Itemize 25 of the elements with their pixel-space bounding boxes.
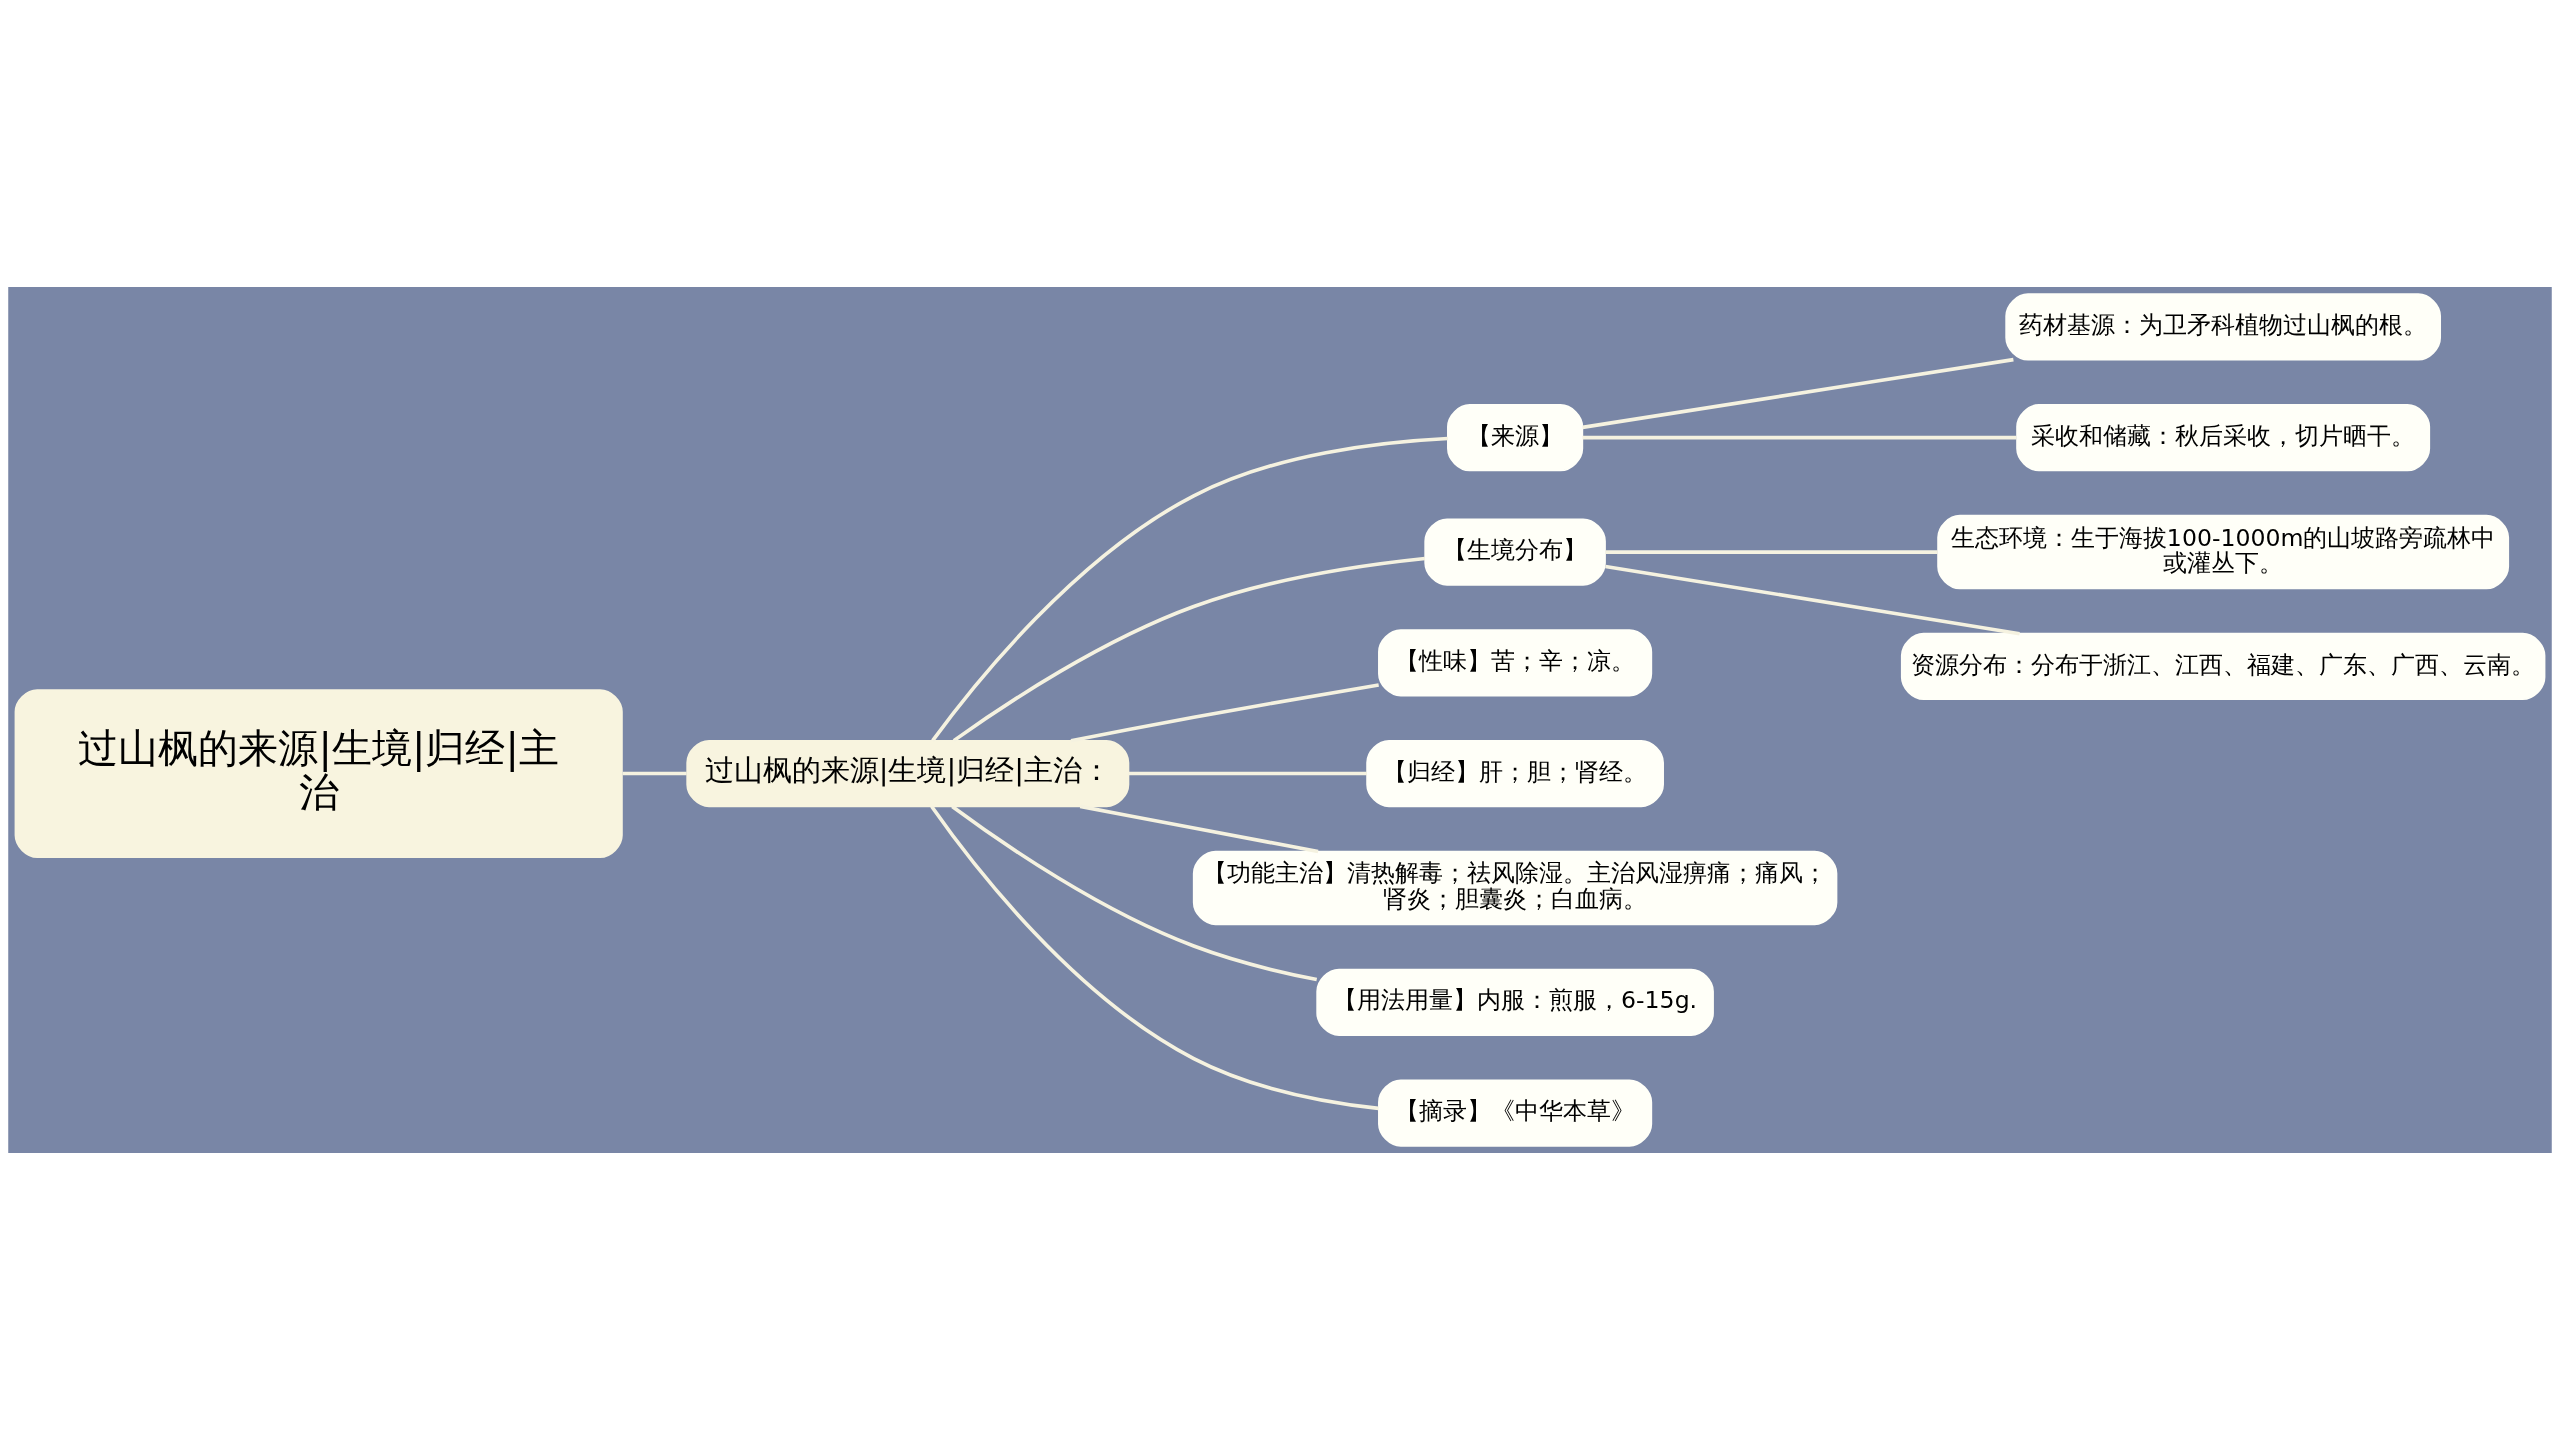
node-box: 过山枫的来源|生境|归经|主治： [686,739,1130,807]
connector [1582,435,2017,439]
connector [952,556,1426,742]
node-box: 药材基源：为卫矛科植物过山枫的根。 [2005,292,2441,361]
connector [1605,564,2020,635]
node-box: 【用法用量】内服：煎服，6-15g. [1316,968,1714,1036]
node-box: 过山枫的来源|生境|归经|主治 [14,688,623,858]
node-box: 【性味】苦；辛；凉。 [1378,628,1653,696]
connector [1079,804,1319,853]
connector [1128,771,1367,775]
connector [931,436,1448,742]
node-box: 【生境分布】 [1424,518,1606,586]
connector [1582,357,2014,429]
node-box: 【归经】肝；胆；肾经。 [1366,739,1664,807]
connector [622,771,687,775]
connector [1070,682,1379,743]
node-box: 【功能主治】清热解毒；祛风除湿。主治风湿痹痛；痛风；肾炎；胆囊炎；白血病。 [1192,850,1838,925]
node-box: 资源分布：分布于浙江、江西、福建、广东、广西、云南。 [1900,632,2546,700]
node-box: 采收和储藏：秋后采收，切片晒干。 [2016,403,2431,471]
node-box: 【来源】 [1447,403,1584,471]
connector [1605,549,1938,554]
node-box: 生态环境：生于海拔100-1000m的山坡路旁疏林中或灌丛下。 [1937,514,2510,589]
node-box: 【摘录】《中华本草》 [1378,1078,1653,1147]
connector [951,804,1318,981]
connector [930,804,1379,1110]
